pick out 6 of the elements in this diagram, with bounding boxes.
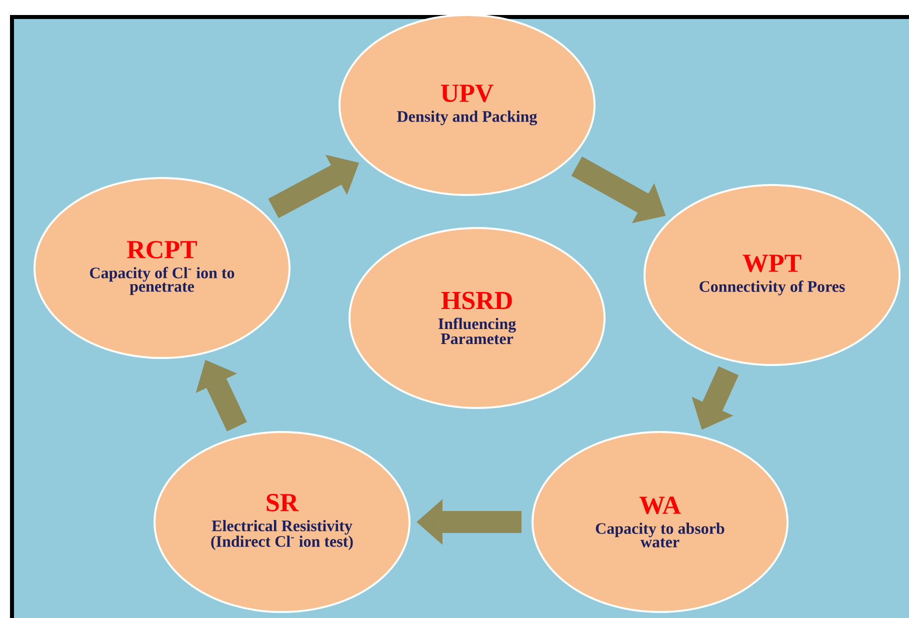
ellipse-node: WA Capacity to absorb water [532,431,788,613]
ellipse-node: UPV Density and Packing [338,14,596,196]
ellipse-node: SR Electrical Resistivity (Indirect Cl$^{-}$ ion test) [154,431,410,613]
ellipse-node: HSRD Influencing Parameter [348,227,606,409]
ellipse-node: WPT Connectivity of Pores [644,184,901,366]
ellipse-node: RCPT Capacity of Cl$^{-}$ ion to penetrate [34,177,290,359]
